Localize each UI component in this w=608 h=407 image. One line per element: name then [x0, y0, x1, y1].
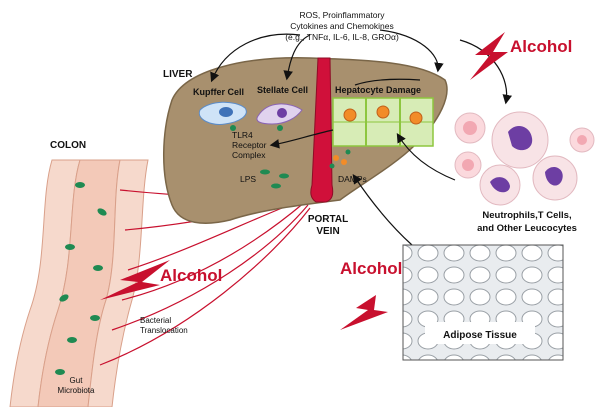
hepatocyte-panel: [332, 97, 434, 147]
kupffer-label: Kupffer Cell: [193, 87, 244, 97]
ros-label-2: Cytokines and Chemokines: [290, 21, 393, 31]
damps-label: DAMPs: [338, 174, 367, 184]
stellate-label: Stellate Cell: [257, 85, 308, 95]
neutrophils-label-2: and Other Leucocytes: [477, 223, 577, 234]
hepatocyte-label: Hepatocyte Damage: [335, 85, 421, 95]
tlr4-label-3: Complex: [232, 150, 266, 160]
gut-label-2: Microbiota: [58, 386, 95, 395]
leucocytes: [454, 111, 595, 206]
kupffer-cell: [198, 101, 247, 125]
portal-vein-label-2: VEIN: [316, 226, 339, 237]
tlr4-label-1: TLR4: [232, 130, 253, 140]
stellate-cell: [256, 103, 303, 125]
colon: [9, 159, 149, 407]
portal-vein: [310, 57, 334, 203]
tlr4-label-2: Receptor: [232, 140, 267, 150]
receptors: [230, 125, 289, 189]
ros-label-3: (e.g., TNFα, IL-6, IL-8, GROα): [285, 32, 399, 42]
adipose-tissue: [402, 244, 564, 361]
alcohol-label-top: Alcohol: [510, 37, 572, 56]
adipose-label: Adipose Tissue: [443, 330, 517, 341]
bacterial-label-1: Bacterial: [140, 316, 171, 325]
liver-label: LIVER: [163, 69, 193, 80]
portal-vein-label-1: PORTAL: [308, 214, 348, 225]
damps-dots: [329, 149, 351, 169]
gut-label-1: Gut: [70, 376, 84, 385]
alcohol-label-middle: Alcohol: [160, 266, 222, 285]
arrows: [210, 29, 513, 246]
neutrophils-label-1: Neutrophils,T Cells,: [482, 210, 571, 221]
lps-label: LPS: [240, 174, 256, 184]
alcohol-label-bottom: Alcohol: [340, 259, 402, 278]
labels: ROS, Proinflammatory Cytokines and Chemo…: [50, 10, 577, 395]
ros-label-1: ROS, Proinflammatory: [299, 10, 385, 20]
alcohol-bolts: [100, 32, 508, 330]
bacteria: [55, 182, 107, 375]
colon-label: COLON: [50, 140, 86, 151]
bacterial-label-2: Translocation: [140, 326, 188, 335]
